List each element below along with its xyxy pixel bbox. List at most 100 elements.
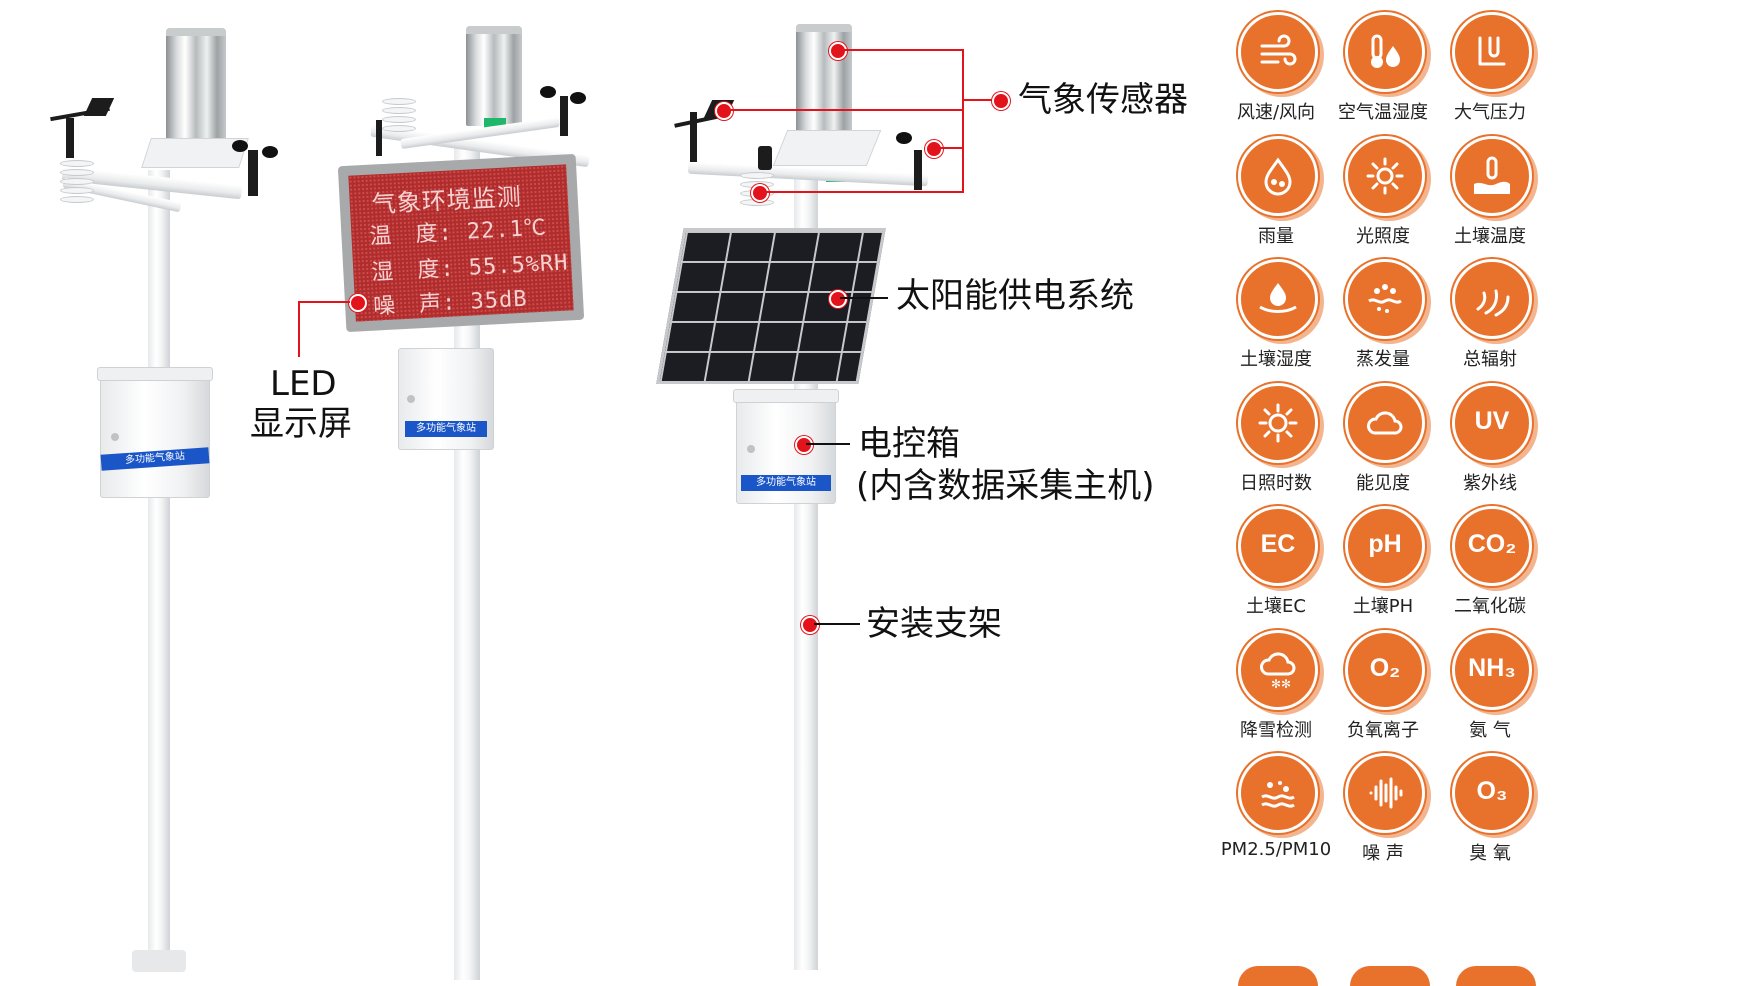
sensor-label: 气象传感器 bbox=[1018, 80, 1188, 120]
sensor-tile: ✻✻降雪检测 bbox=[1220, 629, 1332, 754]
sensor-tile-label: PM2.5/PM10 bbox=[1220, 839, 1332, 860]
particulate-icon bbox=[1238, 753, 1318, 833]
sensor-tile-label: 空气温湿度 bbox=[1338, 102, 1428, 123]
sensor-tile-label: 土壤湿度 bbox=[1240, 349, 1312, 370]
box-plate: 多功能气象站 bbox=[741, 475, 831, 491]
thermo-drop-icon bbox=[1345, 12, 1425, 92]
sensor-tile: 空气温湿度 bbox=[1327, 12, 1439, 136]
led-row-humidity: 湿 度: 55.5%RH bbox=[370, 250, 570, 286]
icon-symbol: O₂ bbox=[1369, 653, 1401, 682]
box-plate: 多功能气象站 bbox=[405, 421, 487, 437]
sensor-tile: 噪 声 bbox=[1327, 753, 1439, 877]
soil-ec-icon: EC bbox=[1238, 506, 1318, 586]
wind-vane-mast bbox=[66, 118, 74, 158]
sensor-tile: EC 土壤EC bbox=[1220, 506, 1332, 630]
sensor-tile-label: 土壤PH bbox=[1352, 596, 1414, 617]
uv-icon: UV bbox=[1452, 382, 1532, 463]
sensor-tile-label: 臭 氧 bbox=[1469, 843, 1511, 864]
wind-vane-mast bbox=[690, 112, 697, 162]
soil-temp-icon bbox=[1452, 135, 1532, 216]
wind-vane-mast bbox=[376, 120, 382, 156]
anemometer-cup bbox=[262, 146, 278, 158]
sensor-tile-label: 蒸发量 bbox=[1356, 349, 1410, 370]
sensor-tile-label: 风速/风向 bbox=[1236, 102, 1316, 123]
callout-line bbox=[836, 49, 964, 51]
radiation-shield bbox=[60, 160, 94, 205]
sensor-icon-grid: 风速/风向空气温湿度大气压力雨量光照度土壤温度土壤湿度蒸发量总辐射日照时数能见度… bbox=[1220, 12, 1560, 978]
mount-label: 安装支架 bbox=[866, 604, 1002, 644]
ozone-icon: O₃ bbox=[1452, 753, 1532, 833]
solar-label: 太阳能供电系统 bbox=[896, 276, 1134, 316]
callout-line bbox=[962, 99, 1000, 101]
callout-dot bbox=[349, 294, 367, 312]
icon-symbol: EC bbox=[1260, 530, 1296, 558]
rain-gauge bbox=[466, 26, 522, 126]
sensor-tile: O₃ 臭 氧 bbox=[1434, 753, 1546, 877]
callout-line bbox=[962, 49, 964, 193]
sensor-tile: pH 土壤PH bbox=[1327, 506, 1439, 630]
callout-line bbox=[814, 623, 860, 625]
callout-dot bbox=[829, 290, 847, 308]
sensor-tile: PM2.5/PM10 bbox=[1220, 753, 1332, 877]
snow-icon: ✻✻ bbox=[1238, 629, 1318, 710]
partial-icon bbox=[1350, 966, 1430, 986]
evaporation-icon bbox=[1345, 259, 1425, 339]
icon-symbol: UV bbox=[1474, 406, 1510, 435]
pole bbox=[148, 170, 170, 970]
sensor-tile-label: 雨量 bbox=[1258, 225, 1294, 247]
sensor-tile-label: 日照时数 bbox=[1240, 472, 1312, 494]
anemometer-mast bbox=[248, 150, 258, 196]
sensor-tile: 土壤湿度 bbox=[1220, 259, 1332, 383]
callout-dot bbox=[795, 436, 813, 454]
callout-dot bbox=[829, 42, 847, 60]
icon-symbol: pH bbox=[1368, 530, 1402, 558]
rain-gauge bbox=[796, 24, 852, 136]
box-plate: 多功能气象站 bbox=[100, 447, 210, 471]
sensor-tile: 光照度 bbox=[1327, 135, 1439, 260]
callout-dot bbox=[715, 102, 733, 120]
pressure-icon bbox=[1452, 12, 1532, 92]
sensor-tile-label: 土壤温度 bbox=[1454, 225, 1526, 247]
sensor-tile-label: 总辐射 bbox=[1463, 349, 1517, 370]
callout-line bbox=[722, 109, 964, 111]
icon-symbol: O₃ bbox=[1476, 777, 1508, 805]
ammonia-icon: NH₃ bbox=[1452, 629, 1532, 710]
sensor-tile: NH₃ 氨 气 bbox=[1434, 629, 1546, 754]
sensor-tile-label: 氨 气 bbox=[1469, 719, 1511, 741]
svg-text:✻✻: ✻✻ bbox=[1271, 677, 1291, 690]
partial-icon bbox=[1456, 966, 1536, 986]
sensor-tile-label: 紫外线 bbox=[1463, 472, 1517, 494]
anemometer-cup bbox=[570, 92, 586, 104]
sensor-tile-label: 大气压力 bbox=[1454, 102, 1526, 123]
callout-dot bbox=[801, 616, 819, 634]
noise-icon bbox=[1345, 753, 1425, 833]
sensor-probe bbox=[758, 146, 772, 170]
callout-line bbox=[298, 301, 300, 357]
sensor-tile: 大气压力 bbox=[1434, 12, 1546, 136]
sensor-tile-label: 土壤EC bbox=[1246, 596, 1306, 617]
sun-icon bbox=[1238, 382, 1318, 463]
callout-dot bbox=[751, 184, 769, 202]
callout-line bbox=[932, 147, 964, 149]
wind-icon bbox=[1238, 12, 1318, 92]
soil-ph-icon: pH bbox=[1345, 506, 1425, 586]
sensor-tile: 日照时数 bbox=[1220, 382, 1332, 507]
icon-symbol: NH₃ bbox=[1468, 653, 1516, 682]
rain-gauge bbox=[166, 28, 226, 146]
co2-icon: CO₂ bbox=[1452, 506, 1532, 586]
sensor-tile: 总辐射 bbox=[1434, 259, 1546, 383]
radiation-shield bbox=[382, 98, 416, 134]
sun-eye-icon bbox=[1345, 135, 1425, 216]
callout-line bbox=[758, 191, 964, 193]
led-label-line2: 显示屏 bbox=[250, 404, 352, 444]
control-box: 多功能气象站 bbox=[398, 348, 494, 450]
pole-base bbox=[132, 950, 186, 972]
box-label-line2: (内含数据采集主机) bbox=[856, 466, 1155, 506]
callout-line bbox=[298, 301, 350, 303]
anemometer-cup bbox=[540, 86, 556, 98]
anemometer-cup bbox=[232, 140, 248, 152]
control-box: 多功能气象站 bbox=[733, 389, 839, 504]
sensor-tile-label: 负氧离子 bbox=[1347, 719, 1419, 741]
sensor-tile: 风速/风向 bbox=[1220, 12, 1332, 136]
